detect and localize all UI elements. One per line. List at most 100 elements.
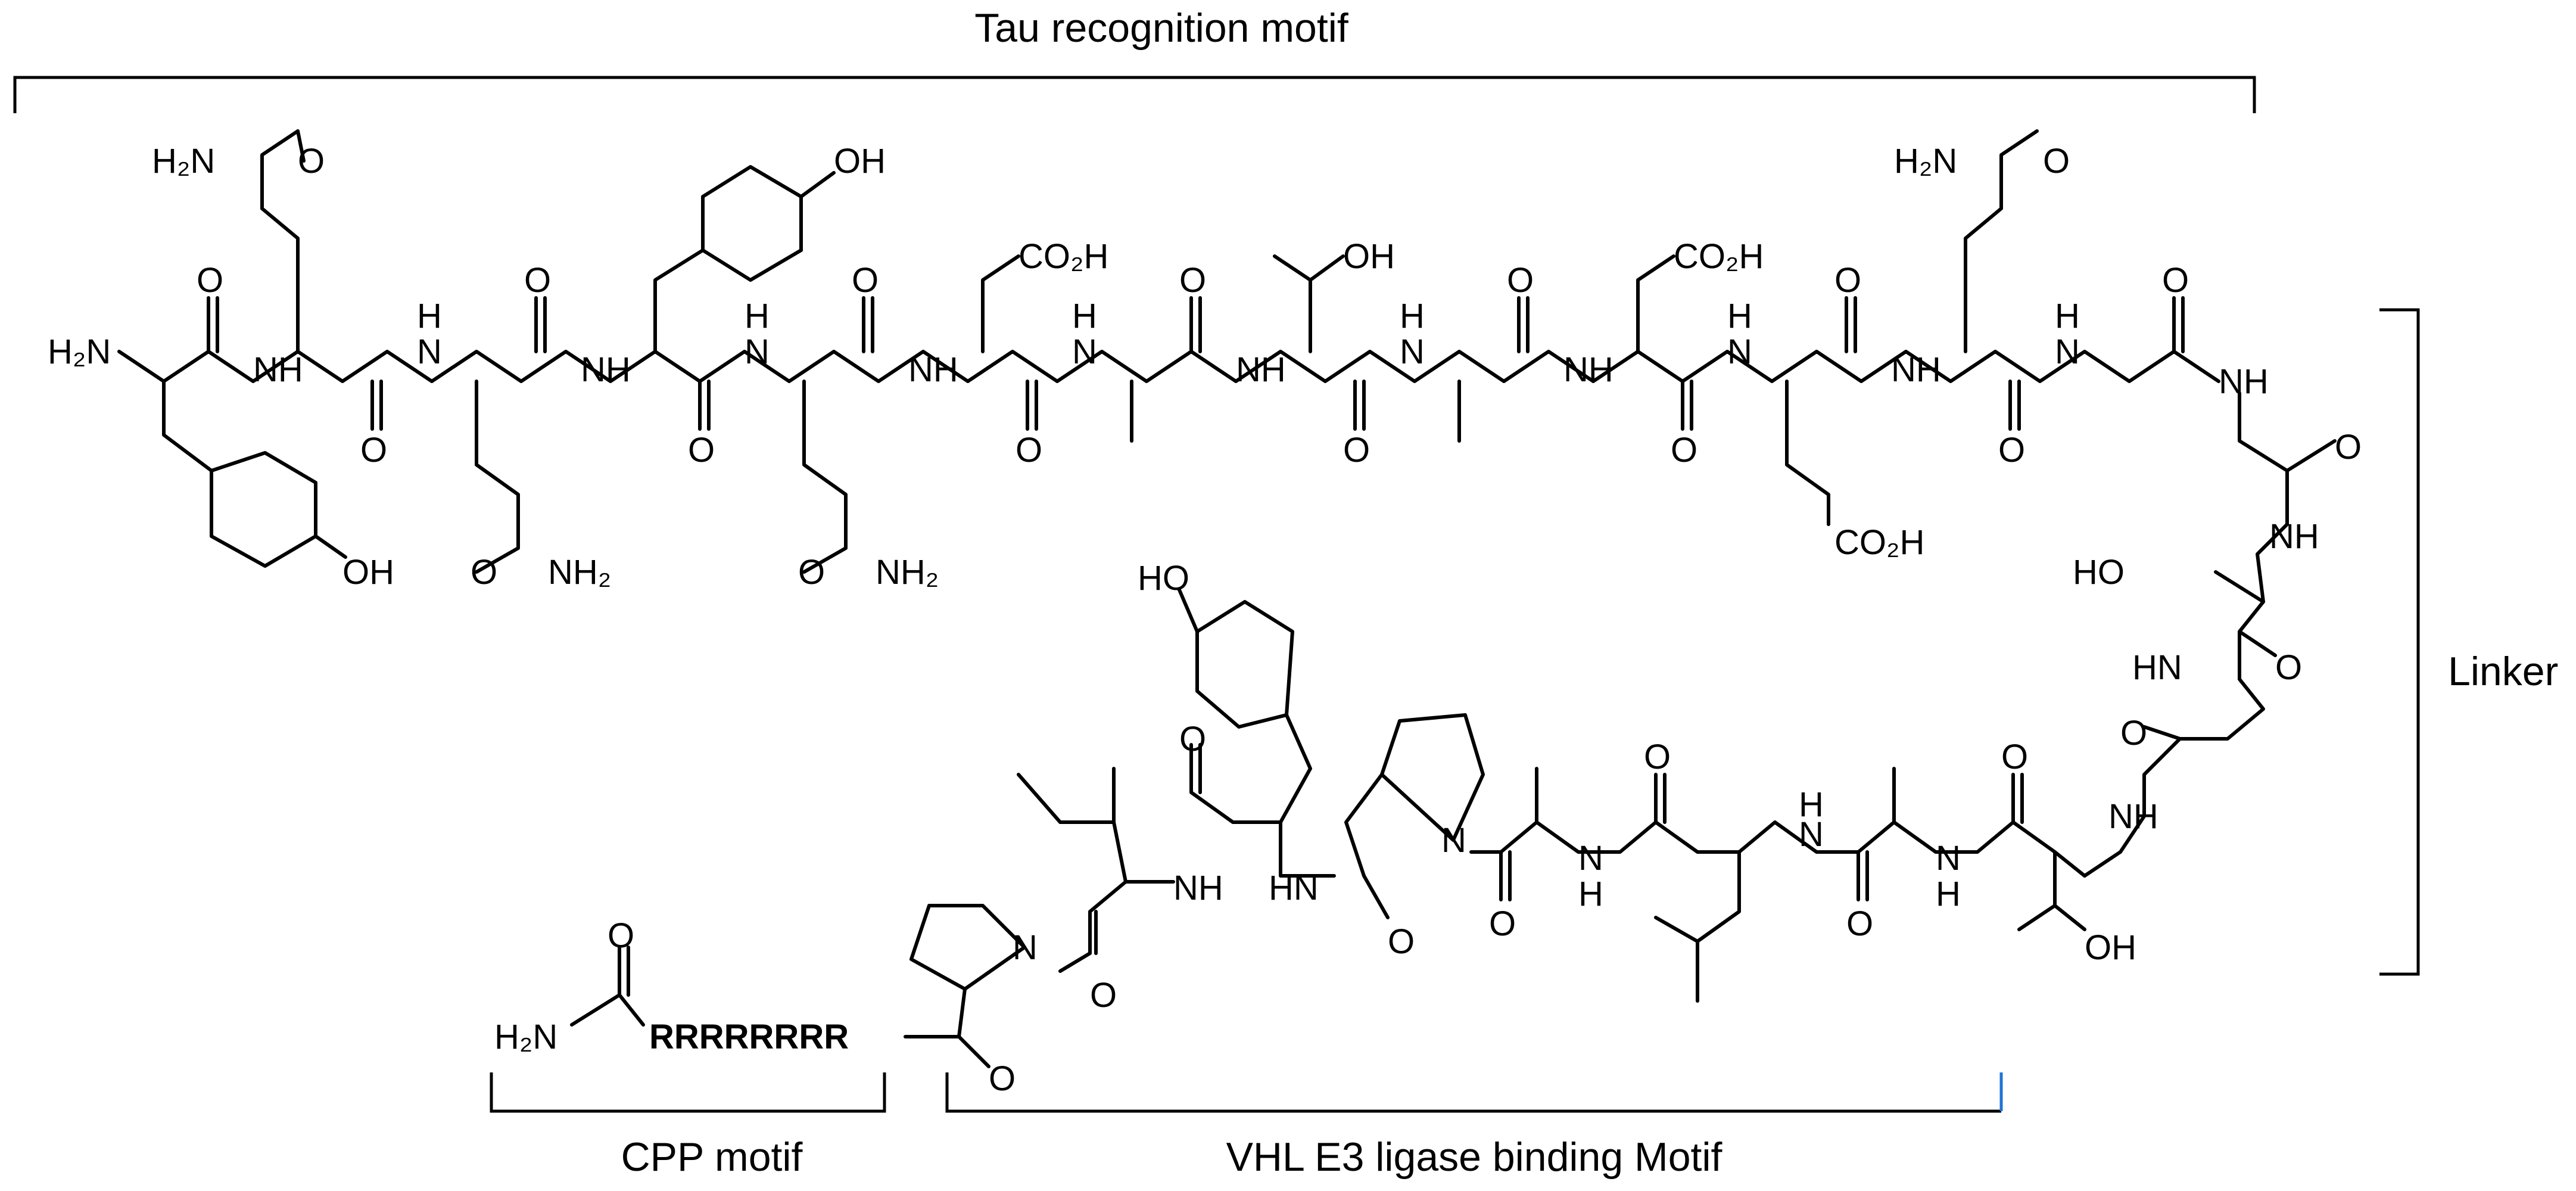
proline-ring bbox=[1344, 713, 1485, 919]
amide-nh: NH bbox=[2219, 362, 2269, 401]
carbonyl-oxygen: O bbox=[1846, 904, 1873, 943]
cpp-motif-label: CPP motif bbox=[621, 1134, 803, 1180]
amide-nh2: NH₂ bbox=[876, 553, 939, 592]
proline-n: N bbox=[1441, 821, 1466, 860]
amide-h: H bbox=[1936, 875, 1961, 913]
linker-bracket bbox=[2379, 308, 2420, 976]
amide-nh: NH bbox=[1173, 869, 1223, 907]
amide-n: N bbox=[2055, 332, 2080, 371]
amide-n: N bbox=[1578, 839, 1603, 878]
vhl-backbone bbox=[1469, 767, 2086, 1003]
tyrosine-side-chain bbox=[162, 380, 347, 568]
amide-h: H bbox=[1072, 297, 1097, 335]
amide-h: H bbox=[417, 297, 442, 335]
carbonyl-oxygen: O bbox=[852, 261, 879, 300]
amide-nh: NH bbox=[253, 350, 303, 389]
carbonyl-oxygen: O bbox=[1644, 738, 1671, 776]
carbonyl-oxygen: O bbox=[2335, 428, 2362, 467]
aspartate-side-chain bbox=[1636, 254, 1675, 353]
tyrosine-hydroxyl: HO bbox=[1138, 559, 1189, 598]
amide-nh: NH bbox=[1891, 350, 1941, 389]
amide-nh: NH bbox=[1236, 350, 1286, 389]
amide-n: N bbox=[1799, 815, 1824, 854]
threonine-hydroxyl: OH bbox=[2085, 928, 2136, 967]
amide-nh: NH bbox=[2269, 517, 2319, 556]
hydroxyl: OH bbox=[834, 142, 886, 181]
carboxyl: CO₂H bbox=[1834, 523, 1924, 562]
glutamine-side-chain bbox=[260, 129, 306, 353]
linker-chain bbox=[2083, 391, 2337, 878]
carbonyl-oxygen: O bbox=[2162, 261, 2189, 300]
tyrosine-side-chain bbox=[653, 165, 836, 353]
cpp-bracket bbox=[490, 1072, 886, 1113]
carboxyl: CO₂H bbox=[1674, 237, 1764, 276]
carbonyl-oxygen: O bbox=[1179, 720, 1206, 758]
carbonyl-oxygen: O bbox=[360, 431, 387, 469]
amide-hn: HN bbox=[2132, 648, 2182, 687]
tyrosine-side-chain bbox=[1178, 588, 1336, 878]
amide-amine: H₂N bbox=[152, 142, 215, 181]
proline-ring bbox=[904, 904, 1026, 1068]
carbonyl-oxygen: O bbox=[197, 261, 223, 300]
hydroxyl: OH bbox=[1343, 237, 1395, 276]
amide-h: H bbox=[1799, 785, 1824, 824]
carbonyl-oxygen: O bbox=[298, 142, 325, 181]
carbonyl-oxygen: O bbox=[1090, 976, 1117, 1015]
amide-h: H bbox=[1578, 875, 1603, 913]
linker-label: Linker bbox=[2448, 649, 2558, 694]
tau-motif-label: Tau recognition motif bbox=[974, 5, 1348, 51]
aspartate-side-chain bbox=[981, 254, 1020, 353]
threonine-side-chain bbox=[1273, 254, 1345, 353]
carbonyl-oxygen: O bbox=[2043, 142, 2070, 181]
proline-n: N bbox=[1013, 928, 1038, 967]
carbonyl-oxygen: O bbox=[1489, 904, 1516, 943]
glutamine-side-chain bbox=[1964, 129, 2039, 353]
amide-h: H bbox=[1400, 297, 1425, 335]
amide-n: N bbox=[745, 332, 770, 371]
carboxyl: CO₂H bbox=[1018, 237, 1108, 276]
carbonyl-oxygen: O bbox=[2120, 714, 2147, 752]
cpp-amine: H₂N bbox=[494, 1018, 557, 1056]
vhl-motif-label: VHL E3 ligase binding Motif bbox=[1226, 1134, 1722, 1180]
amide-nh: NH bbox=[581, 350, 631, 389]
tau-backbone bbox=[117, 296, 2220, 431]
amide-h: H bbox=[1727, 297, 1752, 335]
amide-n: N bbox=[1400, 332, 1425, 371]
carbonyl-oxygen: O bbox=[524, 261, 551, 300]
carbonyl-oxygen: O bbox=[1998, 431, 2025, 469]
glutamine-side-chain bbox=[475, 380, 520, 574]
amide-nh: NH bbox=[1563, 350, 1613, 389]
carbonyl-oxygen: O bbox=[1016, 431, 1042, 469]
carbonyl-oxygen: O bbox=[1179, 261, 1206, 300]
vhl-bracket bbox=[945, 1072, 2003, 1113]
carbonyl-oxygen: O bbox=[1671, 431, 1697, 469]
glutamine-side-chain bbox=[802, 380, 848, 574]
carbonyl-oxygen: O bbox=[1388, 922, 1415, 961]
amide-h: H bbox=[745, 297, 770, 335]
amide-n: N bbox=[1072, 332, 1097, 371]
amide-amine: H₂N bbox=[1894, 142, 1957, 181]
isoleucine-side-chain bbox=[1017, 767, 1175, 973]
glutamate-side-chain bbox=[1785, 380, 1830, 526]
amide-hn: HN bbox=[1269, 869, 1319, 907]
carbonyl-oxygen: O bbox=[1343, 431, 1370, 469]
carbonyl-oxygen: O bbox=[1507, 261, 1534, 300]
amide-n: N bbox=[1936, 839, 1961, 878]
n-terminus-amine: H₂N bbox=[48, 332, 111, 371]
hydroxyl: OH bbox=[342, 553, 394, 592]
carbonyl-oxygen: O bbox=[688, 431, 715, 469]
arginine-chain: RRRRRRRR bbox=[649, 1018, 849, 1056]
amide-n: N bbox=[417, 332, 442, 371]
cpp-urea bbox=[570, 946, 645, 1027]
amide-nh: NH bbox=[2108, 797, 2158, 836]
carbonyl-oxygen: O bbox=[471, 553, 497, 592]
carbonyl-oxygen: O bbox=[2001, 738, 2028, 776]
carbonyl-oxygen: O bbox=[608, 916, 634, 955]
tau-bracket bbox=[13, 76, 2256, 113]
carbonyl-oxygen: O bbox=[1834, 261, 1861, 300]
carbonyl-oxygen: O bbox=[989, 1059, 1016, 1098]
carbonyl-oxygen: O bbox=[798, 553, 825, 592]
amide-nh2: NH₂ bbox=[548, 553, 611, 592]
carbonyl-oxygen: O bbox=[2275, 648, 2302, 687]
